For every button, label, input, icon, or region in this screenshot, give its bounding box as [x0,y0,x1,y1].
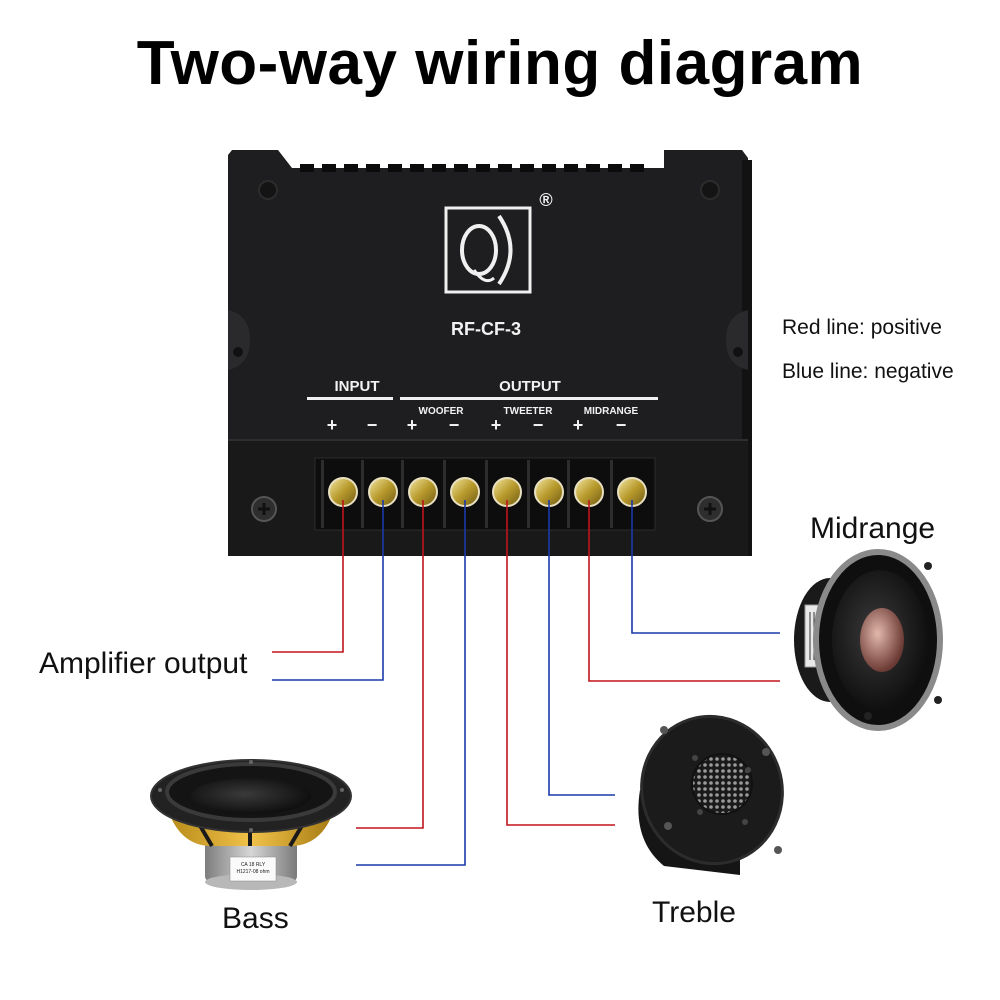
group-label-midrange: MIDRANGE [584,406,639,417]
crossover-unit: ® RF-CF-3 INPUT OUTPUT WOOFER TWEETER MI… [228,150,752,556]
wires [272,500,780,866]
terminal-divider [527,460,530,528]
output-underline [400,397,658,400]
polarity-label: − [533,415,544,435]
phillips-screw-icon [697,496,723,522]
terminal-screws [321,460,647,528]
vent-slots [300,164,644,172]
polarity-label: − [449,415,460,435]
model-number: RF-CF-3 [451,319,521,339]
bass-woofer-image: CA 18 RLY H1217-08 ohm [150,759,352,890]
terminal-divider [485,460,488,528]
wire-midrange-positive [588,500,780,682]
wire-tweeter-negative [548,500,615,796]
terminal-divider [567,460,570,528]
legend-positive: Red line: positive [782,316,942,339]
wire-woofer-negative [356,500,466,866]
input-underline [307,397,393,400]
polarity-label: + [327,415,338,435]
terminal-divider [610,460,613,528]
terminal-divider [401,460,404,528]
woofer-label-line1: CA 18 RLY [241,862,266,868]
woofer-label-line2: H1217-08 ohm [236,869,269,875]
polarity-label: − [367,415,378,435]
terminal-divider [361,460,364,528]
input-label: INPUT [335,378,380,395]
q-bracket-logo-icon [444,206,532,294]
diagram-title: Two-way wiring diagram [136,29,864,98]
polarity-label: + [407,415,418,435]
screw-icon [258,180,278,200]
wire-amp-positive [272,500,344,653]
group-label-tweeter: TWEETER [504,406,554,417]
screw-icon [700,180,720,200]
midrange-speaker-image [794,549,943,731]
polarity-labels: + − + − + − + − [327,415,627,435]
phillips-screw-icon [251,496,277,522]
bass-label: Bass [222,902,289,935]
wire-tweeter-positive [506,500,615,826]
wire-woofer-positive [356,500,424,829]
treble-tweeter-image [638,714,784,875]
polarity-label: − [616,415,627,435]
output-label: OUTPUT [499,378,561,395]
side-notch [726,310,748,370]
amplifier-output-label: Amplifier output [39,647,248,680]
wire-midrange-negative [631,500,780,634]
group-label-woofer: WOOFER [419,406,465,417]
terminal-divider [443,460,446,528]
polarity-label: + [573,415,584,435]
terminal-divider [321,460,324,528]
side-notch [228,310,250,370]
treble-label: Treble [652,896,736,929]
polarity-label: + [491,415,502,435]
legend-negative: Blue line: negative [782,360,954,383]
midrange-label: Midrange [810,512,936,545]
registered-mark: ® [539,190,552,210]
wire-amp-negative [272,500,384,681]
